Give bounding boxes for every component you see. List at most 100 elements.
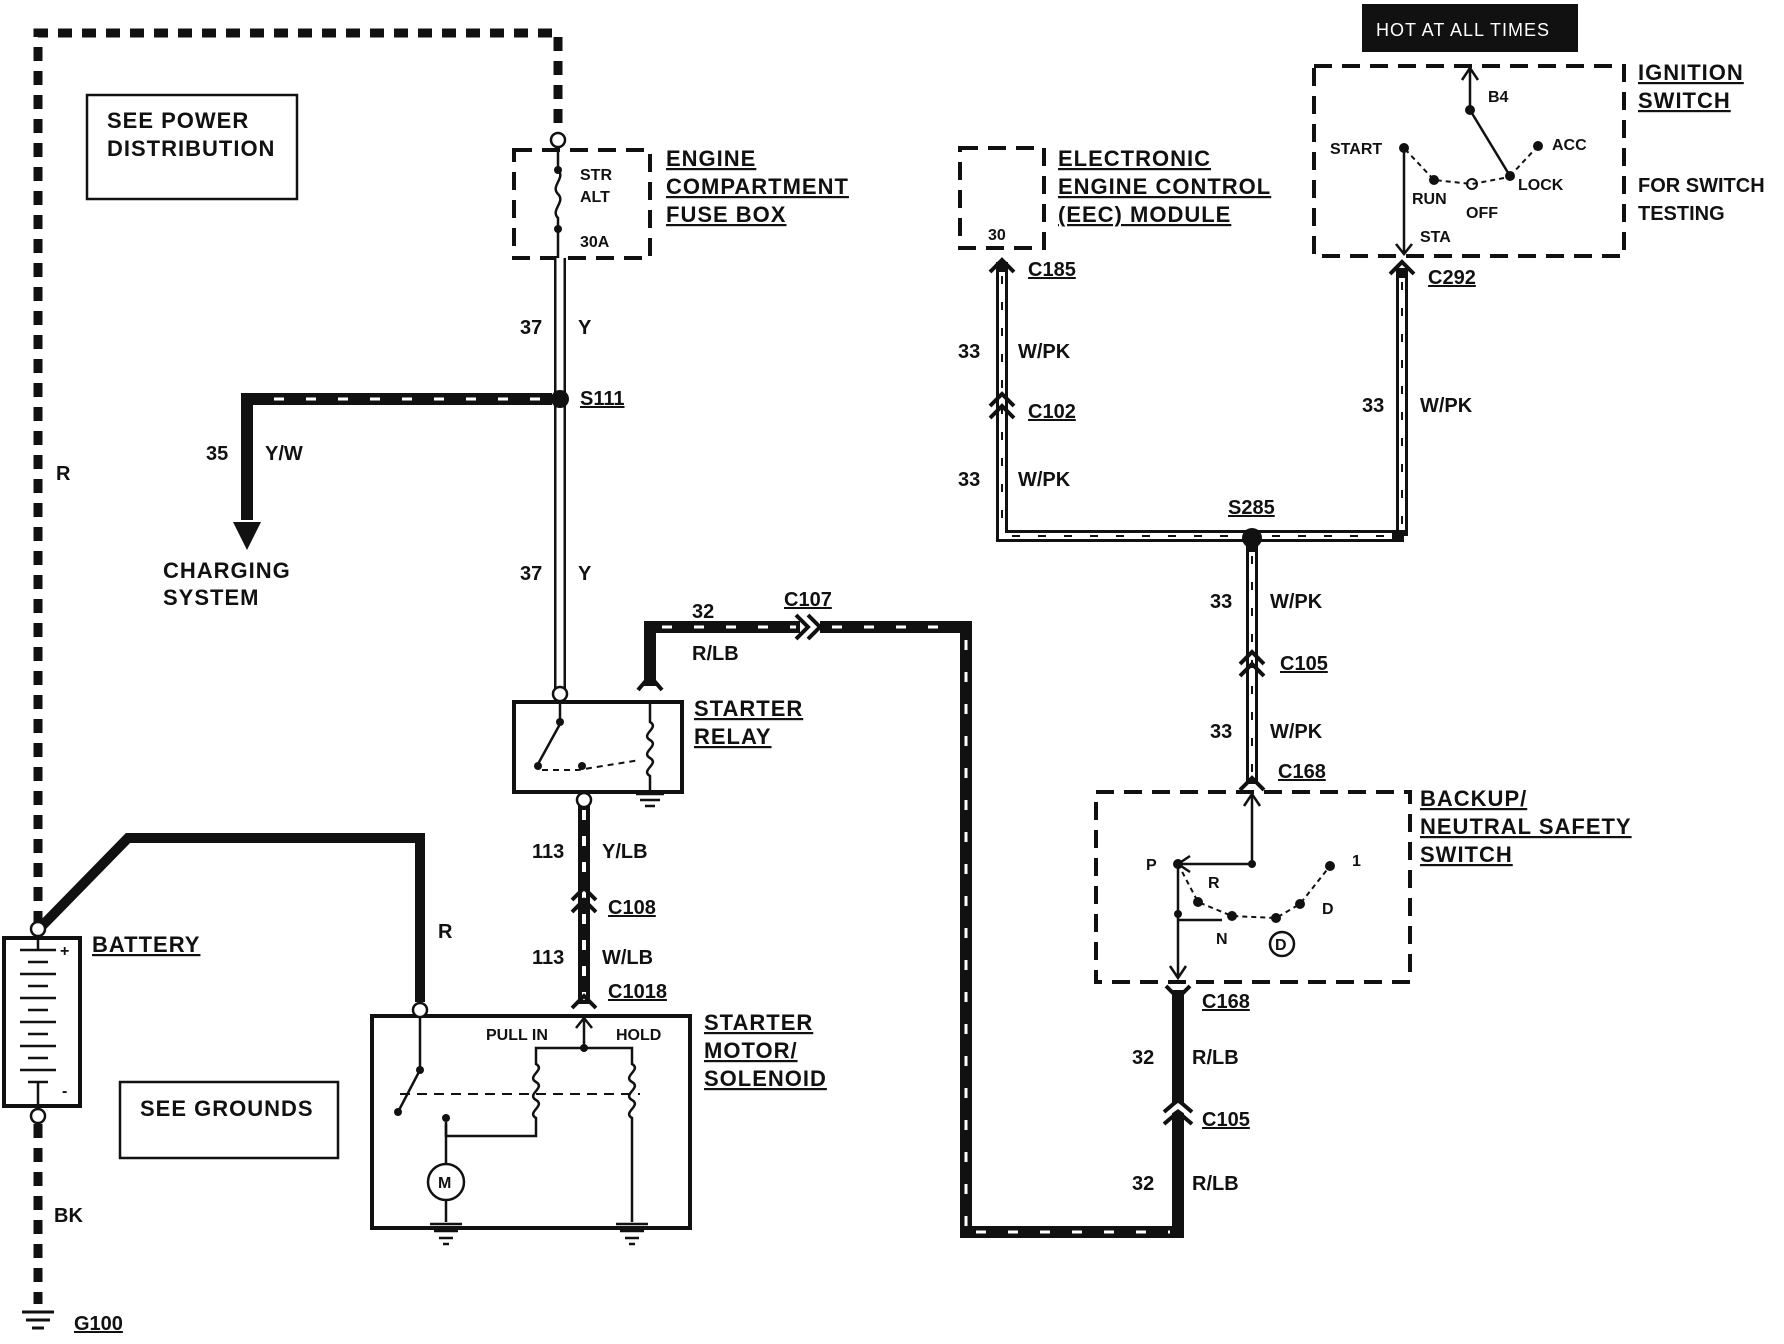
battery-neg-terminal bbox=[29, 1107, 47, 1125]
ign-sta: STA bbox=[1420, 229, 1451, 246]
battery-cable-terminal bbox=[411, 1001, 429, 1019]
backup-switch-box bbox=[1094, 790, 1412, 984]
charging-system-2: SYSTEM bbox=[163, 585, 259, 610]
connector-c1018-label: C1018 bbox=[608, 981, 667, 1003]
wire-r-battery bbox=[36, 833, 425, 1002]
power-distribution-line1: SEE POWER bbox=[107, 108, 249, 133]
connector-c1018-icon bbox=[570, 993, 598, 1010]
splice-s285-label: S285 bbox=[1228, 497, 1275, 519]
relay-contact-b bbox=[578, 762, 586, 770]
relay-title-2: RELAY bbox=[694, 724, 772, 749]
connector-c185-icon bbox=[988, 257, 1016, 274]
solenoid-contact bbox=[396, 1016, 422, 1113]
charging-system-1: CHARGING bbox=[163, 558, 291, 583]
ground-g100-label: G100 bbox=[74, 1313, 123, 1335]
starter-motor-title-3: SOLENOID bbox=[704, 1066, 827, 1091]
ign-off: OFF bbox=[1466, 205, 1498, 222]
overdrive-circle-icon bbox=[1268, 930, 1296, 958]
grounds-box-label: SEE GROUNDS bbox=[140, 1096, 314, 1121]
backup-d-node bbox=[1295, 899, 1305, 909]
connector-c105-bot-icon bbox=[1162, 1102, 1194, 1119]
wire-r-battery-label: R bbox=[438, 921, 453, 943]
fuse-element bbox=[554, 147, 562, 262]
ign-b4: B4 bbox=[1488, 89, 1509, 106]
battery-title: BATTERY bbox=[92, 932, 200, 957]
backup-n-node bbox=[1227, 911, 1237, 921]
backup-title-2: NEUTRAL SAFETY bbox=[1420, 814, 1632, 839]
bk-p: P bbox=[1146, 857, 1157, 874]
solenoid-contact-a bbox=[394, 1108, 402, 1116]
ign-run: RUN bbox=[1412, 191, 1447, 208]
starter-motor-title-2: MOTOR/ bbox=[704, 1038, 798, 1063]
connector-c105-bot-label: C105 bbox=[1202, 1109, 1250, 1131]
w32-a-color: R/LB bbox=[1192, 1047, 1239, 1069]
battery-plus: + bbox=[60, 943, 69, 960]
ignition-wiper bbox=[1468, 109, 1512, 177]
bk-n: N bbox=[1216, 931, 1228, 948]
bk-1: 1 bbox=[1352, 853, 1361, 870]
solenoid-pivot bbox=[416, 1066, 424, 1074]
wire-33-left-outer bbox=[996, 262, 1404, 542]
w32-b-color: R/LB bbox=[1192, 1173, 1239, 1195]
w33-d-circuit: 33 bbox=[1210, 721, 1232, 743]
backup-input-line bbox=[1178, 794, 1254, 866]
battery-cells bbox=[20, 938, 56, 1106]
backup-1-node bbox=[1325, 861, 1335, 871]
w32-top-color: R/LB bbox=[692, 643, 739, 665]
battery-box bbox=[2, 936, 82, 1108]
connector-c168-bot-icon bbox=[1164, 984, 1192, 1001]
relay-pivot bbox=[556, 718, 564, 726]
backup-junction bbox=[1248, 860, 1256, 868]
connector-c107-label: C107 bbox=[784, 589, 832, 611]
w37-top-circuit: 37 bbox=[520, 317, 542, 339]
relay-input-arrow bbox=[636, 672, 664, 692]
connector-c168-top-label: C168 bbox=[1278, 761, 1326, 783]
w33-b-circuit: 33 bbox=[958, 469, 980, 491]
eec-title-1: ELECTRONIC bbox=[1058, 146, 1211, 171]
starter-motor-box bbox=[370, 1014, 692, 1230]
w37-bot-circuit: 37 bbox=[520, 563, 542, 585]
wire-35-outer bbox=[241, 393, 552, 520]
relay-title-1: STARTER bbox=[694, 696, 803, 721]
battery-pos-terminal bbox=[29, 920, 47, 938]
hold-ground-icon bbox=[616, 1222, 648, 1246]
backup-r-node bbox=[1193, 897, 1203, 907]
w33-a-color: W/PK bbox=[1018, 341, 1071, 363]
connector-c108-label: C108 bbox=[608, 897, 656, 919]
w37-top-color: Y bbox=[578, 317, 592, 339]
ign-start: START bbox=[1330, 141, 1382, 158]
splice-s111-label: S111 bbox=[580, 388, 625, 410]
connector-c105-top-icon bbox=[1238, 649, 1266, 678]
ground-g100-icon bbox=[22, 1310, 54, 1330]
solenoid-input-arrow bbox=[575, 1015, 593, 1048]
w113-b-color: W/LB bbox=[602, 947, 653, 969]
bk-d: D bbox=[1322, 901, 1334, 918]
w33-c-circuit: 33 bbox=[1210, 591, 1232, 613]
ignition-title-1: IGNITION bbox=[1638, 60, 1744, 85]
bk-od: D bbox=[1275, 937, 1287, 954]
w33-a-circuit: 33 bbox=[958, 341, 980, 363]
w32-a-circuit: 32 bbox=[1132, 1047, 1154, 1069]
connector-c105-bot-mark bbox=[1162, 1097, 1194, 1126]
backup-input-arrow bbox=[1175, 791, 1262, 874]
wire-bk-label: BK bbox=[54, 1205, 83, 1227]
fuse-node-bottom bbox=[554, 225, 562, 233]
connector-c168-top-icon bbox=[1238, 775, 1266, 792]
fuse-name-1: STR bbox=[580, 167, 612, 184]
connector-c102-icon bbox=[988, 391, 1016, 420]
ign-acc: ACC bbox=[1552, 137, 1587, 154]
w33-d-color: W/PK bbox=[1270, 721, 1323, 743]
battery-minus: - bbox=[62, 1083, 67, 1100]
charging-arrow bbox=[233, 522, 261, 550]
backup-od-node bbox=[1271, 913, 1281, 923]
splice-s111 bbox=[551, 390, 569, 408]
w33-e-color: W/PK bbox=[1420, 395, 1473, 417]
w33-c-color: W/PK bbox=[1270, 591, 1323, 613]
w35-circuit: 35 bbox=[206, 443, 228, 465]
pull-in-label: PULL IN bbox=[486, 1027, 548, 1044]
pull-in-coil bbox=[444, 1046, 584, 1138]
hot-badge-bg bbox=[1362, 4, 1578, 52]
connector-c108-icon bbox=[570, 885, 598, 914]
motor-ground-icon bbox=[430, 1222, 462, 1246]
